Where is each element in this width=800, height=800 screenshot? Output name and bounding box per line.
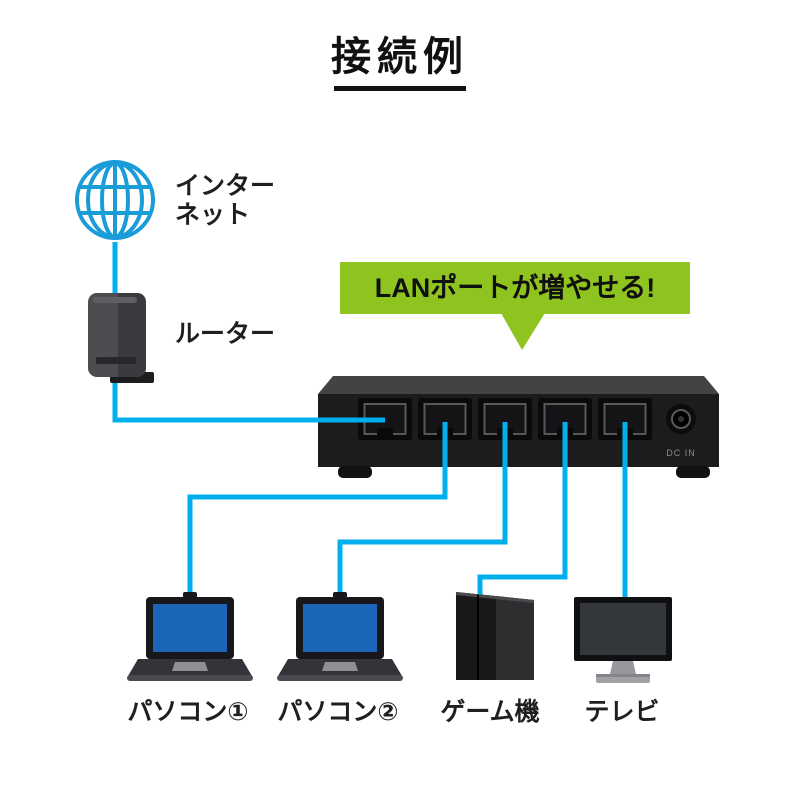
laptop-screen bbox=[153, 604, 227, 652]
callout-label: LANポートが増やせる! bbox=[375, 272, 655, 303]
switch-foot-left bbox=[338, 466, 372, 478]
device-label-game: ゲーム機 bbox=[440, 698, 539, 726]
cable-switch-to-game bbox=[477, 422, 568, 600]
cable-router-to-switch bbox=[112, 376, 385, 423]
cable-switch-to-pc1 bbox=[187, 422, 448, 601]
switch-device: DC IN bbox=[318, 376, 719, 478]
device-label-pc1: パソコン① bbox=[127, 698, 248, 726]
cable-switch-to-pc2 bbox=[337, 422, 508, 601]
tv-icon bbox=[574, 597, 672, 683]
switch-foot-right bbox=[676, 466, 710, 478]
internet-label-line1: インター bbox=[175, 172, 275, 200]
tv-screen bbox=[580, 603, 666, 655]
laptop-icon-1 bbox=[127, 592, 253, 681]
callout-tail bbox=[501, 313, 545, 350]
tv-stand-neck bbox=[610, 661, 636, 674]
laptop-touchpad bbox=[172, 662, 208, 671]
game-console-icon bbox=[455, 592, 535, 680]
laptop-screen bbox=[303, 604, 377, 652]
laptop-base-edge bbox=[127, 675, 253, 681]
port-notch bbox=[377, 428, 393, 437]
router-front-slot bbox=[96, 357, 136, 364]
console-side-panel bbox=[496, 596, 534, 680]
internet-globe-icon bbox=[75, 160, 155, 240]
page-title: 接続例 bbox=[331, 35, 469, 79]
callout-rect bbox=[340, 262, 690, 314]
dc-in-label: DC IN bbox=[666, 448, 696, 458]
device-label-tv: テレビ bbox=[584, 698, 659, 726]
laptop-camera-tab bbox=[333, 592, 347, 598]
lan-port-2 bbox=[418, 398, 472, 440]
callout-bubble: LANポートが増やせる! bbox=[340, 262, 690, 350]
router-icon bbox=[88, 293, 154, 383]
router-label: ルーター bbox=[175, 320, 275, 348]
device-label-pc2: パソコン② bbox=[277, 698, 398, 726]
internet-label-line2: ネット bbox=[175, 201, 250, 229]
cables bbox=[112, 242, 628, 601]
laptop-icon-2 bbox=[277, 592, 403, 681]
router-top-highlight bbox=[93, 297, 137, 303]
laptop-touchpad bbox=[322, 662, 358, 671]
laptop-base-edge bbox=[277, 675, 403, 681]
globe-meridian-outer bbox=[86, 161, 144, 239]
tv-stand-base-shadow bbox=[596, 674, 650, 677]
laptop-camera-tab bbox=[183, 592, 197, 598]
dc-jack-pin bbox=[678, 416, 684, 422]
router-side-shade bbox=[118, 293, 146, 377]
console-top-edge bbox=[455, 592, 535, 603]
switch-top-face bbox=[318, 376, 719, 394]
lan-port-4 bbox=[538, 398, 592, 440]
dc-jack: DC IN bbox=[666, 404, 696, 458]
title-underline bbox=[334, 86, 466, 91]
